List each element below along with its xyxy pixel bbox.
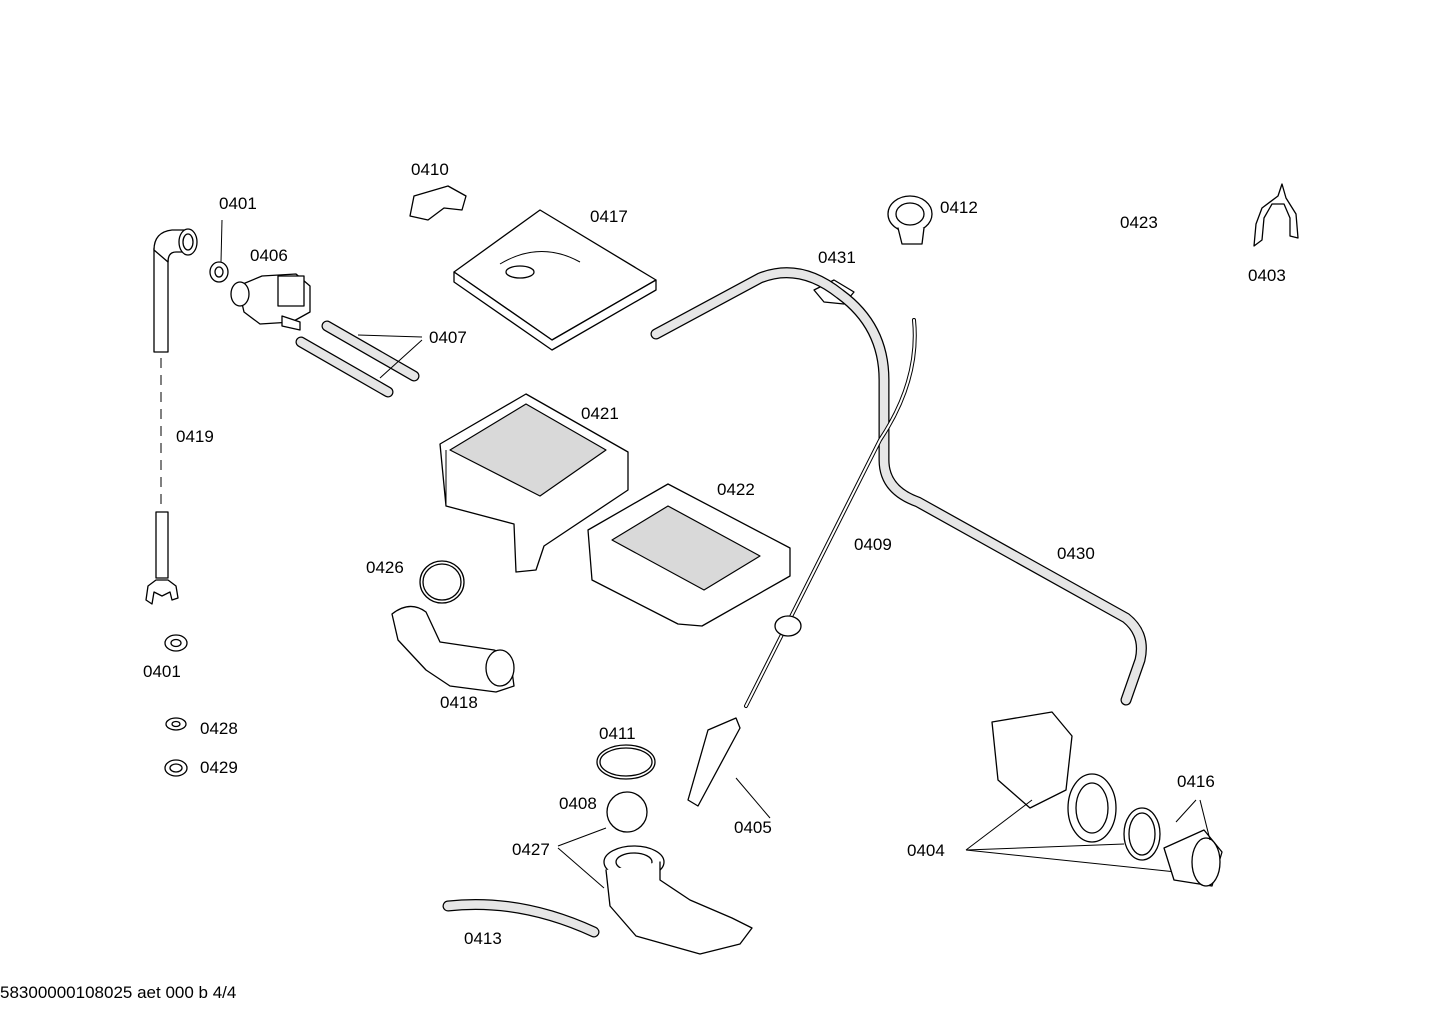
drawer-housing-part-0421 [439, 393, 629, 573]
callout-0426: 0426 [366, 558, 404, 577]
callout-0428: 0428 [200, 719, 238, 738]
ball-part-0408 [606, 791, 648, 833]
callout-0411: 0411 [599, 724, 636, 743]
drain-pump-part-0404 [965, 711, 1177, 873]
callout-0410: 0410 [411, 160, 449, 179]
callout-0404: 0404 [907, 841, 945, 860]
callout-0429: 0429 [200, 758, 238, 777]
vent-tube-part-0430 [650, 267, 1147, 706]
callout-0401-top: 0401 [219, 194, 257, 213]
callout-0406: 0406 [250, 246, 288, 265]
washer-part-0401-bottom [164, 634, 188, 652]
bellows-hose-part-0418 [391, 605, 515, 693]
callout-0407: 0407 [429, 328, 467, 347]
callout-0417: 0417 [590, 207, 628, 226]
washer-part-0401-top [209, 219, 229, 283]
pressure-switch-part-0412 [887, 195, 933, 245]
callout-0405: 0405 [734, 818, 772, 837]
hose-clip-part-0403 [1253, 183, 1299, 247]
sump-hose-part-0427 [557, 827, 753, 955]
callout-0419: 0419 [176, 427, 214, 446]
callout-0431: 0431 [818, 248, 856, 267]
callout-0418: 0418 [440, 693, 478, 712]
clip-part-0410 [409, 185, 467, 221]
valve-part-0406 [230, 273, 311, 331]
callout-0412: 0412 [940, 198, 978, 217]
callout-0416: 0416 [1177, 772, 1215, 791]
sensor-part-0405 [687, 717, 771, 819]
tray-part-0417 [453, 209, 657, 351]
callout-0409: 0409 [854, 535, 892, 554]
callout-0403: 0403 [1248, 266, 1286, 285]
document-footer-code: 58300000108025 aet 000 b 4/4 [0, 983, 236, 1002]
rods-part-0407 [295, 320, 423, 398]
ring-part-0426 [419, 560, 465, 604]
callout-0430: 0430 [1057, 544, 1095, 563]
inlet-hose-part-0419 [145, 228, 198, 605]
callout-0401-bottom: 0401 [143, 662, 181, 681]
callout-0413: 0413 [464, 929, 502, 948]
callout-0427: 0427 [512, 840, 550, 859]
small-hose-part-0413 [442, 899, 600, 938]
nut-part-0429 [164, 759, 188, 777]
callout-0423: 0423 [1120, 213, 1158, 232]
seal-part-0428 [165, 717, 187, 731]
filter-part-0416 [1123, 799, 1223, 887]
callout-0421: 0421 [581, 404, 619, 423]
drawer-part-0422 [587, 483, 791, 627]
ring-part-0411 [596, 744, 656, 780]
callout-0408: 0408 [559, 794, 597, 813]
pressure-hose-part-0409 [744, 318, 917, 708]
callout-0422: 0422 [717, 480, 755, 499]
